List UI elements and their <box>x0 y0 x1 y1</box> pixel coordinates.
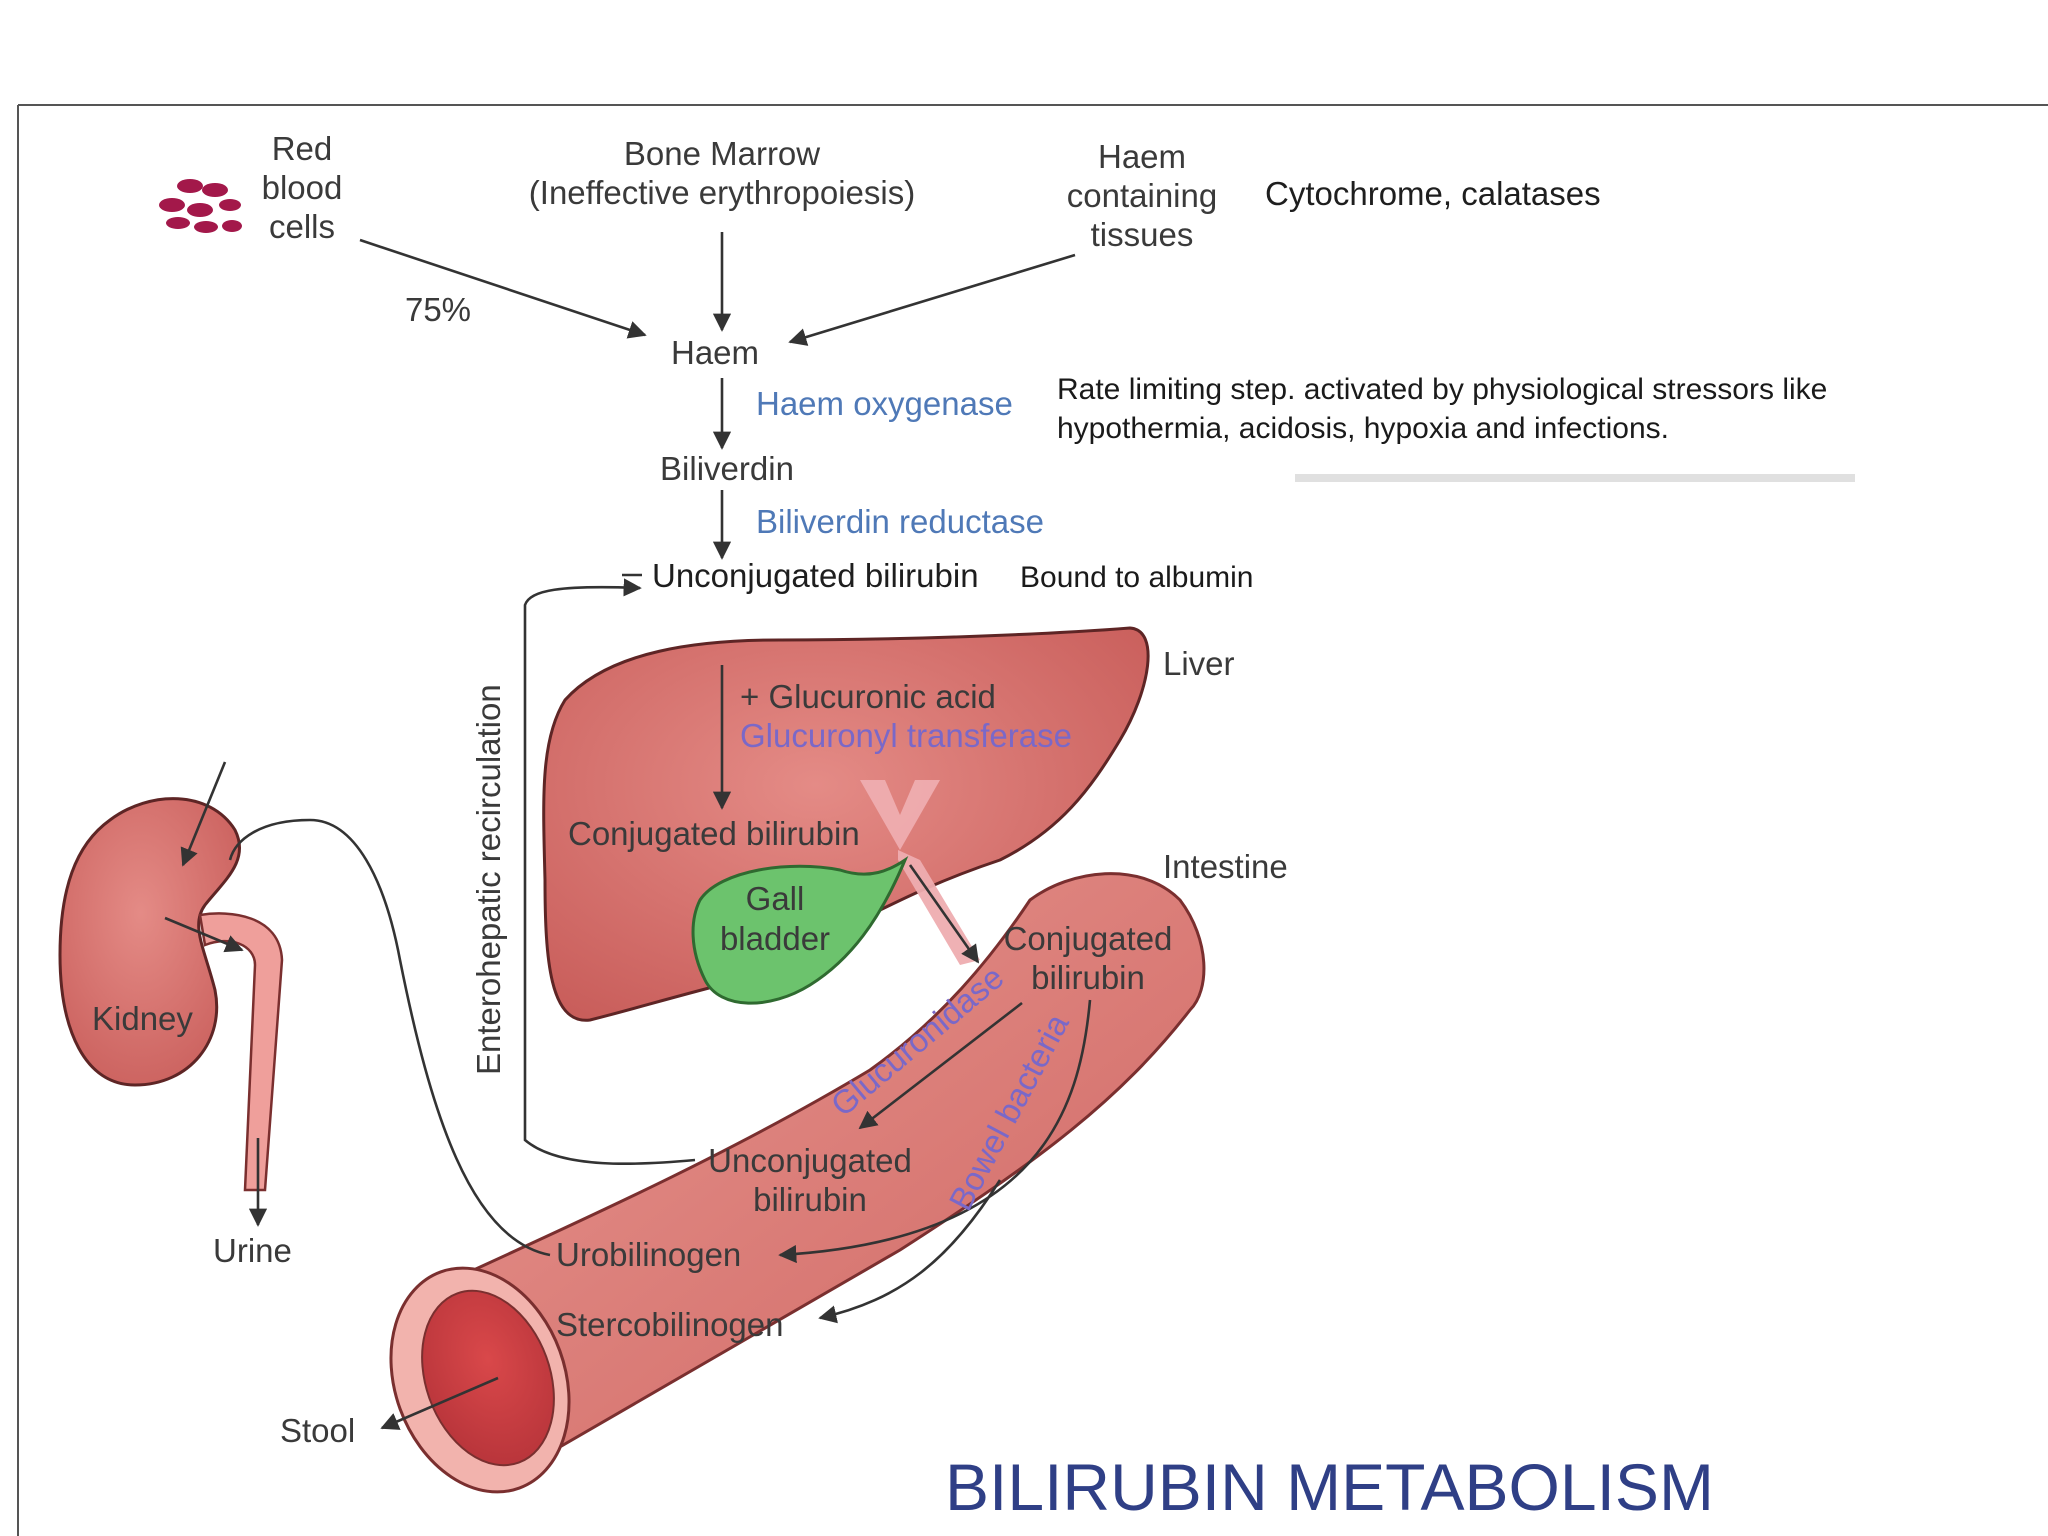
biliverdin-reductase-label: Biliverdin reductase <box>756 503 1044 540</box>
urine-label: Urine <box>213 1232 292 1269</box>
svg-text:bilirubin: bilirubin <box>753 1181 867 1218</box>
arrow-bacteria-to-stercobilinogen <box>818 1179 1002 1324</box>
enterohepatic-recirculation-label: Enterohepatic recirculation <box>470 684 507 1075</box>
albumin-note: Bound to albumin <box>1020 561 1254 594</box>
svg-text:cells: cells <box>269 208 335 245</box>
arrow-kidney-to-ureter <box>164 916 244 953</box>
svg-text:Gall: Gall <box>746 880 805 917</box>
rate-limiting-note-line1: Rate limiting step. activated by physiol… <box>1057 373 1827 406</box>
arrow-duct-to-intestine <box>908 864 980 964</box>
gallbladder-label: Gall bladder <box>720 880 830 957</box>
svg-text:containing: containing <box>1067 177 1217 214</box>
bile-duct <box>860 780 980 965</box>
svg-text:tissues: tissues <box>1091 216 1194 253</box>
svg-text:bilirubin: bilirubin <box>1031 959 1145 996</box>
svg-text:(Ineffective erythropoiesis): (Ineffective erythropoiesis) <box>529 174 915 211</box>
arrow-into-kidney <box>180 761 227 867</box>
rate-limiting-note-line2: hypothermia, acidosis, hypoxia and infec… <box>1057 412 1669 445</box>
intestine-conjugated-label: Conjugated bilirubin <box>1004 920 1173 996</box>
arrow-rbc-to-haem <box>359 238 647 339</box>
rbc-percent: 75% <box>405 291 471 328</box>
rbc-label: Red blood cells <box>262 130 343 245</box>
svg-text:Red: Red <box>272 130 333 167</box>
liver-conjugated-bilirubin-label: Conjugated bilirubin <box>568 815 860 852</box>
red-blood-cells-icon <box>159 179 242 233</box>
bone-marrow-label: Bone Marrow (Ineffective erythropoiesis) <box>529 135 915 211</box>
intestine-label: Intestine <box>1163 848 1288 885</box>
diagram-title: BILIRUBIN METABOLISM <box>945 1450 1714 1524</box>
intestine-lumen <box>421 1289 555 1467</box>
svg-text:blood: blood <box>262 169 343 206</box>
ureter <box>198 912 284 1192</box>
svg-text:bladder: bladder <box>720 920 830 957</box>
svg-text:Bone Marrow: Bone Marrow <box>624 135 820 172</box>
note-divider <box>1295 474 1855 482</box>
svg-text:Haem: Haem <box>1098 138 1186 175</box>
kidney-illustration <box>58 797 284 1192</box>
svg-text:Conjugated: Conjugated <box>1004 920 1173 957</box>
gallbladder-illustration <box>691 856 909 1005</box>
biliverdin-label: Biliverdin <box>660 450 794 487</box>
liver-label: Liver <box>1163 645 1235 682</box>
haem-tissues-label: Haem containing tissues <box>1067 138 1217 253</box>
haem-label: Haem <box>671 334 759 371</box>
arrow-bacteria-to-urobilinogen <box>778 999 1092 1264</box>
arrow-glucuronidase <box>858 1001 1023 1130</box>
glucuronic-acid-label: + Glucuronic acid <box>740 678 996 715</box>
intestine-unconjugated-label: Unconjugated bilirubin <box>708 1142 912 1218</box>
arrow-enterohepatic-recirculation <box>523 578 696 1166</box>
arrow-urobilinogen-to-kidney <box>228 818 551 1257</box>
haem-oxygenase-label: Haem oxygenase <box>756 385 1013 422</box>
stool-label: Stool <box>280 1412 355 1449</box>
stercobilinogen-label: Stercobilinogen <box>556 1306 784 1343</box>
intestine-illustration <box>389 872 1206 1494</box>
arrow-tissues-to-haem <box>788 253 1076 346</box>
urobilinogen-label: Urobilinogen <box>556 1236 741 1273</box>
svg-text:Unconjugated: Unconjugated <box>708 1142 912 1179</box>
unconjugated-bilirubin-label: Unconjugated bilirubin <box>652 557 979 594</box>
glucuronyl-transferase-label: Glucuronyl transferase <box>740 717 1072 754</box>
tissues-note: Cytochrome, calatases <box>1265 175 1601 212</box>
kidney-label: Kidney <box>92 1000 193 1037</box>
arrow-to-stool <box>380 1376 499 1430</box>
